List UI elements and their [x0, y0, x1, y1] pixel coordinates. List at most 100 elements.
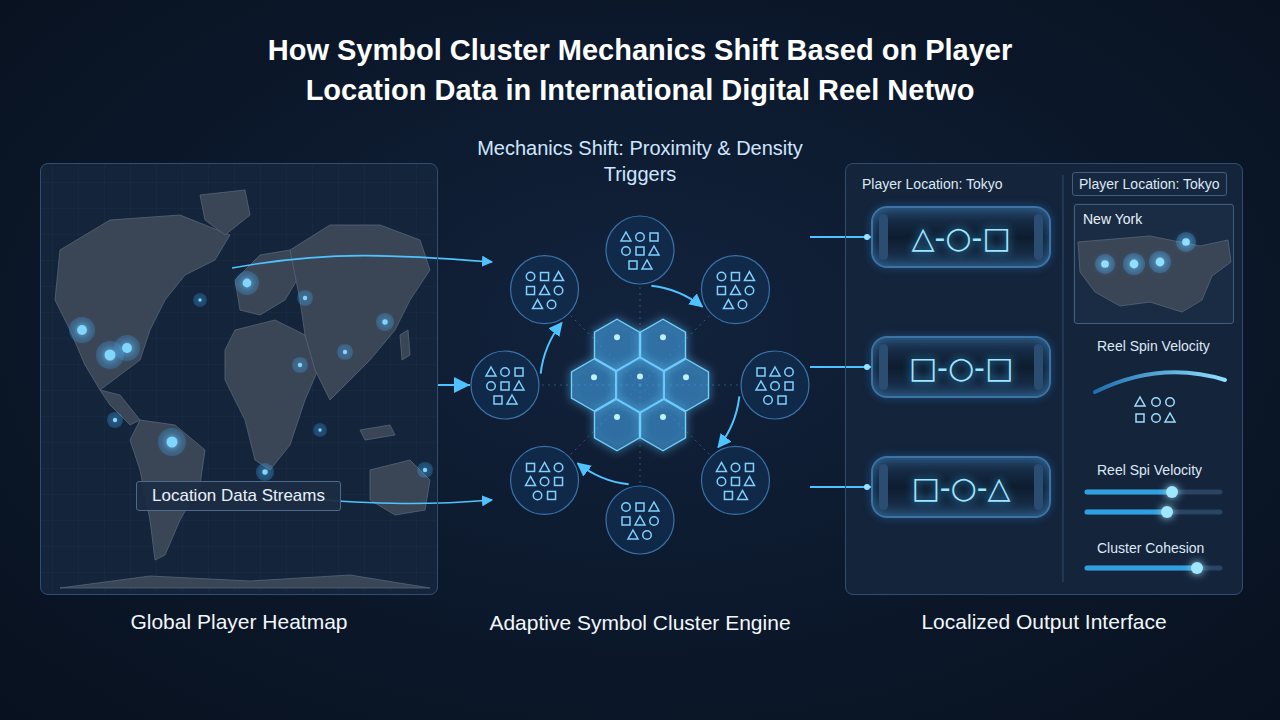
cluster-ring [511, 446, 579, 514]
symbol [650, 233, 658, 241]
hex-dot [660, 414, 666, 420]
symbol [533, 300, 543, 309]
heat-halo [107, 412, 123, 428]
cycle-arrow [541, 323, 562, 374]
symbol [649, 246, 659, 255]
continent [400, 330, 410, 360]
world-map [55, 190, 430, 588]
cluster-engine: Mechanics Shift: Proximity & Density Tri… [470, 215, 810, 555]
cluster-ring [606, 216, 674, 284]
reel-box: □-○-△ [871, 456, 1051, 518]
heat-halo [376, 313, 394, 331]
continent [290, 225, 430, 400]
symbol [622, 503, 631, 512]
data-tag: Location Data Streams [136, 481, 341, 511]
engine-heading: Mechanics Shift: Proximity & Density Tri… [470, 135, 810, 187]
connector [438, 384, 470, 386]
velocity-arc [1095, 372, 1225, 392]
symbol [731, 477, 739, 485]
panel: Global Player HeatmapLocation Data Strea… [40, 163, 438, 595]
symbol [622, 517, 630, 525]
symbol [731, 463, 740, 472]
symbol [527, 463, 535, 471]
symbol [540, 286, 550, 295]
heat-halo [235, 271, 259, 295]
symbol [547, 300, 556, 309]
heat-halo [1123, 253, 1145, 275]
symbol [548, 491, 556, 499]
symbol [540, 462, 550, 471]
symbol [744, 476, 754, 485]
heat-dot [1101, 260, 1109, 268]
heat-dot [1182, 238, 1190, 246]
heat-dot [423, 468, 427, 472]
symbol [1165, 413, 1175, 422]
connector-dot [864, 364, 870, 370]
continent [200, 190, 250, 235]
symbol [717, 287, 725, 295]
symbol [745, 463, 753, 471]
cluster-ring [741, 351, 809, 419]
symbol [1152, 414, 1161, 423]
panel-label: Player Location: Tokyo [1072, 172, 1227, 196]
symbol [507, 395, 517, 404]
heat-dot [243, 279, 252, 288]
symbol [635, 516, 645, 525]
heat-dots [1095, 232, 1196, 275]
map-inset: New York [1074, 204, 1234, 324]
connector [810, 486, 871, 488]
connector-dot [864, 234, 870, 240]
cluster-ring [471, 351, 539, 419]
cluster-ring [701, 446, 769, 514]
symbol [1136, 414, 1144, 422]
symbol [554, 272, 564, 281]
heat-halo [297, 290, 313, 306]
symbol [486, 367, 496, 376]
hex-dot [660, 334, 666, 340]
panel-ground [40, 163, 438, 595]
symbol [554, 286, 563, 295]
slider-fill [1087, 510, 1167, 515]
title: How Symbol Cluster Mechanics Shift Based… [210, 30, 1070, 110]
inset-ground [1073, 203, 1233, 323]
symbol [533, 491, 542, 500]
heat-dot [1130, 260, 1139, 269]
reel-symbols: □-○-△ [911, 470, 1010, 505]
map-grid [41, 164, 437, 594]
symbol [494, 396, 502, 404]
heat-dots [69, 271, 433, 481]
panel-label: Cluster Cohesion [1097, 540, 1204, 556]
symbol [771, 382, 780, 391]
slider-knob [1166, 486, 1178, 498]
symbol [514, 381, 524, 390]
cycle-arrow [578, 463, 629, 484]
symbol [621, 232, 631, 241]
symbol [629, 261, 637, 269]
heat-halo [337, 344, 353, 360]
symbol [501, 382, 509, 390]
heat-dot [1156, 258, 1165, 267]
cluster-ring [701, 256, 769, 324]
symbol [622, 247, 631, 256]
symbol [1152, 398, 1161, 407]
symbol [554, 463, 563, 472]
hex-dot [637, 374, 643, 380]
panel-caption: Global Player Heatmap [41, 610, 437, 634]
connector [810, 366, 871, 368]
heat-dot [382, 319, 388, 325]
heat-halo [69, 317, 95, 343]
symbol [642, 260, 652, 269]
heat-halo [1176, 232, 1196, 252]
heat-dot [122, 343, 132, 353]
reel-box: △-○-□ [871, 206, 1051, 268]
continent [60, 575, 430, 588]
symbol [724, 491, 732, 499]
heat-halo [256, 463, 274, 481]
slider-track [1087, 510, 1220, 515]
hex-dot [683, 374, 689, 380]
symbol [737, 490, 747, 499]
symbol [757, 368, 765, 376]
heat-halo [1149, 251, 1171, 273]
heat-dot [198, 298, 201, 301]
symbol [650, 517, 659, 526]
